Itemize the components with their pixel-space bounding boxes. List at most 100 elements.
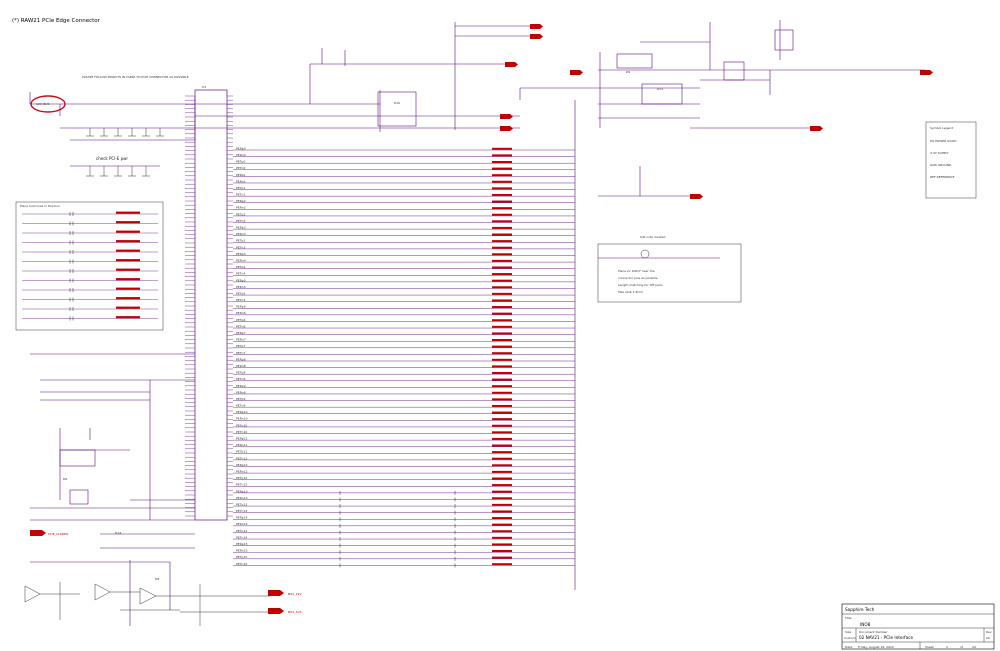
lane-signal-label: PETp13 bbox=[236, 502, 247, 506]
lane-signal-label: PERp14 bbox=[236, 516, 248, 520]
d8-label: D8 bbox=[155, 577, 159, 581]
legend-row: GND GROUND bbox=[930, 163, 952, 167]
lane-signal-label: PERn8 bbox=[236, 364, 246, 368]
connector-u3-label: U3 bbox=[202, 85, 206, 89]
legend-row: 3.3V SUPPLY bbox=[930, 151, 949, 155]
lane-signal-label: PERp2 bbox=[236, 199, 246, 203]
doc-value: 02 NAV21 - PCIe Interface bbox=[859, 635, 914, 640]
lane-signal-label: PETn6 bbox=[236, 324, 245, 328]
lane-signal-label: PERn5 bbox=[236, 285, 246, 289]
lane-signal-label: PETn5 bbox=[236, 298, 245, 302]
lane-signal-label: PERp6 bbox=[236, 305, 246, 309]
date-value: Friday, August 19, 2022 bbox=[858, 645, 894, 649]
bottom-flag-label: BUS_3V3 bbox=[288, 610, 302, 614]
size-value: Custom bbox=[844, 636, 856, 640]
legend-box bbox=[925, 121, 977, 199]
lane-signal-label: PETp0 bbox=[236, 160, 245, 164]
legend-title: Symbol Legend bbox=[930, 126, 953, 130]
of-value: 44 bbox=[972, 645, 976, 649]
power-wires bbox=[29, 92, 250, 167]
lane-signal-label: PERn12 bbox=[236, 469, 248, 473]
lane-signal-label: PERp5 bbox=[236, 278, 246, 282]
check-note: check PCI-E pwr bbox=[96, 156, 128, 161]
layout-note-line: connector pins as possible bbox=[618, 276, 658, 280]
lane-signal-label: PETp14 bbox=[236, 529, 247, 533]
lane-signal-label: PERn11 bbox=[236, 443, 248, 447]
lane-signal-label: PERn14 bbox=[236, 522, 248, 526]
d9-label: D9 bbox=[626, 70, 630, 74]
lane-signal-label: PERp4 bbox=[236, 252, 246, 256]
cap-table-box bbox=[15, 201, 164, 331]
date-label: Date: bbox=[845, 645, 853, 649]
right-note: Silk note marked bbox=[640, 235, 665, 239]
title-company: Sapphire Tech bbox=[845, 607, 875, 612]
legend-row: PG POWER GOOD bbox=[930, 139, 957, 143]
lane-signal-label: PETp12 bbox=[236, 476, 247, 480]
lane-signal-label: PETp4 bbox=[236, 265, 245, 269]
d14-label: D14 bbox=[115, 531, 121, 535]
lane-signal-label: PERn6 bbox=[236, 311, 246, 315]
lane-signal-label: PERp10 bbox=[236, 410, 248, 414]
lane-signal-label: PETn10 bbox=[236, 430, 247, 434]
lane-signal-label: PETn2 bbox=[236, 219, 245, 223]
top-right-regulator bbox=[598, 20, 925, 129]
cap-bank-top bbox=[86, 128, 164, 177]
lane-signal-label: PERp13 bbox=[236, 489, 248, 493]
left-lower-circuit bbox=[30, 353, 195, 626]
d10-label: D10 bbox=[394, 101, 400, 105]
lane-signal-label: PETp9 bbox=[236, 397, 245, 401]
lane-signal-label: PERn3 bbox=[236, 232, 246, 236]
lane-signal-label: PETp6 bbox=[236, 318, 245, 322]
lane-signal-label: PETn0 bbox=[236, 166, 245, 170]
of-label: of bbox=[960, 645, 964, 649]
lane-signal-label: PERn7 bbox=[236, 338, 246, 342]
lane-signal-label: PETp5 bbox=[236, 291, 245, 295]
sheet-value: 2 bbox=[946, 645, 948, 649]
lane-signal-label: PETn7 bbox=[236, 351, 245, 355]
sheet-title: (*) RAW21 PCIe Edge Connector bbox=[12, 18, 101, 24]
layout-note-line: Length matching for diff pairs bbox=[618, 283, 663, 287]
lane-signal-label: PETn13 bbox=[236, 509, 247, 513]
lane-signal-label: PERp0 bbox=[236, 146, 246, 150]
lane-signal-label: PERp15 bbox=[236, 542, 248, 546]
lane-signal-label: PERn1 bbox=[236, 179, 246, 183]
lane-signal-label: PERn13 bbox=[236, 496, 248, 500]
lane-signal-label: PETn14 bbox=[236, 535, 247, 539]
connector-u3-pins bbox=[185, 95, 233, 517]
lane-signal-label: PETn1 bbox=[236, 193, 245, 197]
sheet-label: Sheet bbox=[925, 645, 934, 649]
layout-note-line: Max stub 2.5mm bbox=[618, 290, 643, 294]
lane-signal-label: PETn15 bbox=[236, 562, 247, 566]
top-net-flags bbox=[500, 24, 933, 199]
lane-signal-label: PETp11 bbox=[236, 450, 247, 454]
connector-u3-body bbox=[194, 89, 228, 521]
lane-signal-label: PETp8 bbox=[236, 371, 245, 375]
lane-signal-label: PETn4 bbox=[236, 272, 245, 276]
rev-label: Rev bbox=[986, 630, 992, 634]
lane-signal-label: PERn15 bbox=[236, 549, 248, 553]
lane-signal-label: PETn11 bbox=[236, 456, 247, 460]
lane-signal-label: PETp3 bbox=[236, 239, 245, 243]
lane-signal-label: PETp10 bbox=[236, 423, 247, 427]
lane-signal-label: PERp11 bbox=[236, 437, 248, 441]
doc-label: Document Number bbox=[859, 630, 888, 634]
d6-label: D6 bbox=[63, 477, 67, 481]
bottom-flag-label: PCIE_CLKREQ bbox=[48, 532, 69, 536]
lane-signal-label: PETn8 bbox=[236, 377, 245, 381]
lane-signal-label: PERn10 bbox=[236, 417, 248, 421]
d11-label: D11 bbox=[657, 87, 663, 91]
lane-signal-label: PETn3 bbox=[236, 245, 245, 249]
buffer-triangles bbox=[24, 582, 270, 626]
top-center-circuit bbox=[250, 22, 530, 132]
lane-signal-label: PETn9 bbox=[236, 404, 245, 408]
title-block: Sapphire Tech Title INO8 Size Custom Doc… bbox=[841, 603, 995, 650]
lane-signal-label: PERn9 bbox=[236, 390, 246, 394]
connector-note: PLEASE FOLLOW PINOUTS IN TABLE TO PCIE C… bbox=[82, 75, 189, 79]
lane-signal-label: PETn12 bbox=[236, 483, 247, 487]
rev-value: 00 bbox=[986, 636, 990, 640]
cap-table-note: Place hold lines in this box bbox=[20, 204, 60, 208]
lane-signal-label: PERp8 bbox=[236, 357, 246, 361]
lane-signal-label: PERp1 bbox=[236, 173, 246, 177]
lane-signal-label: PERp9 bbox=[236, 384, 246, 388]
